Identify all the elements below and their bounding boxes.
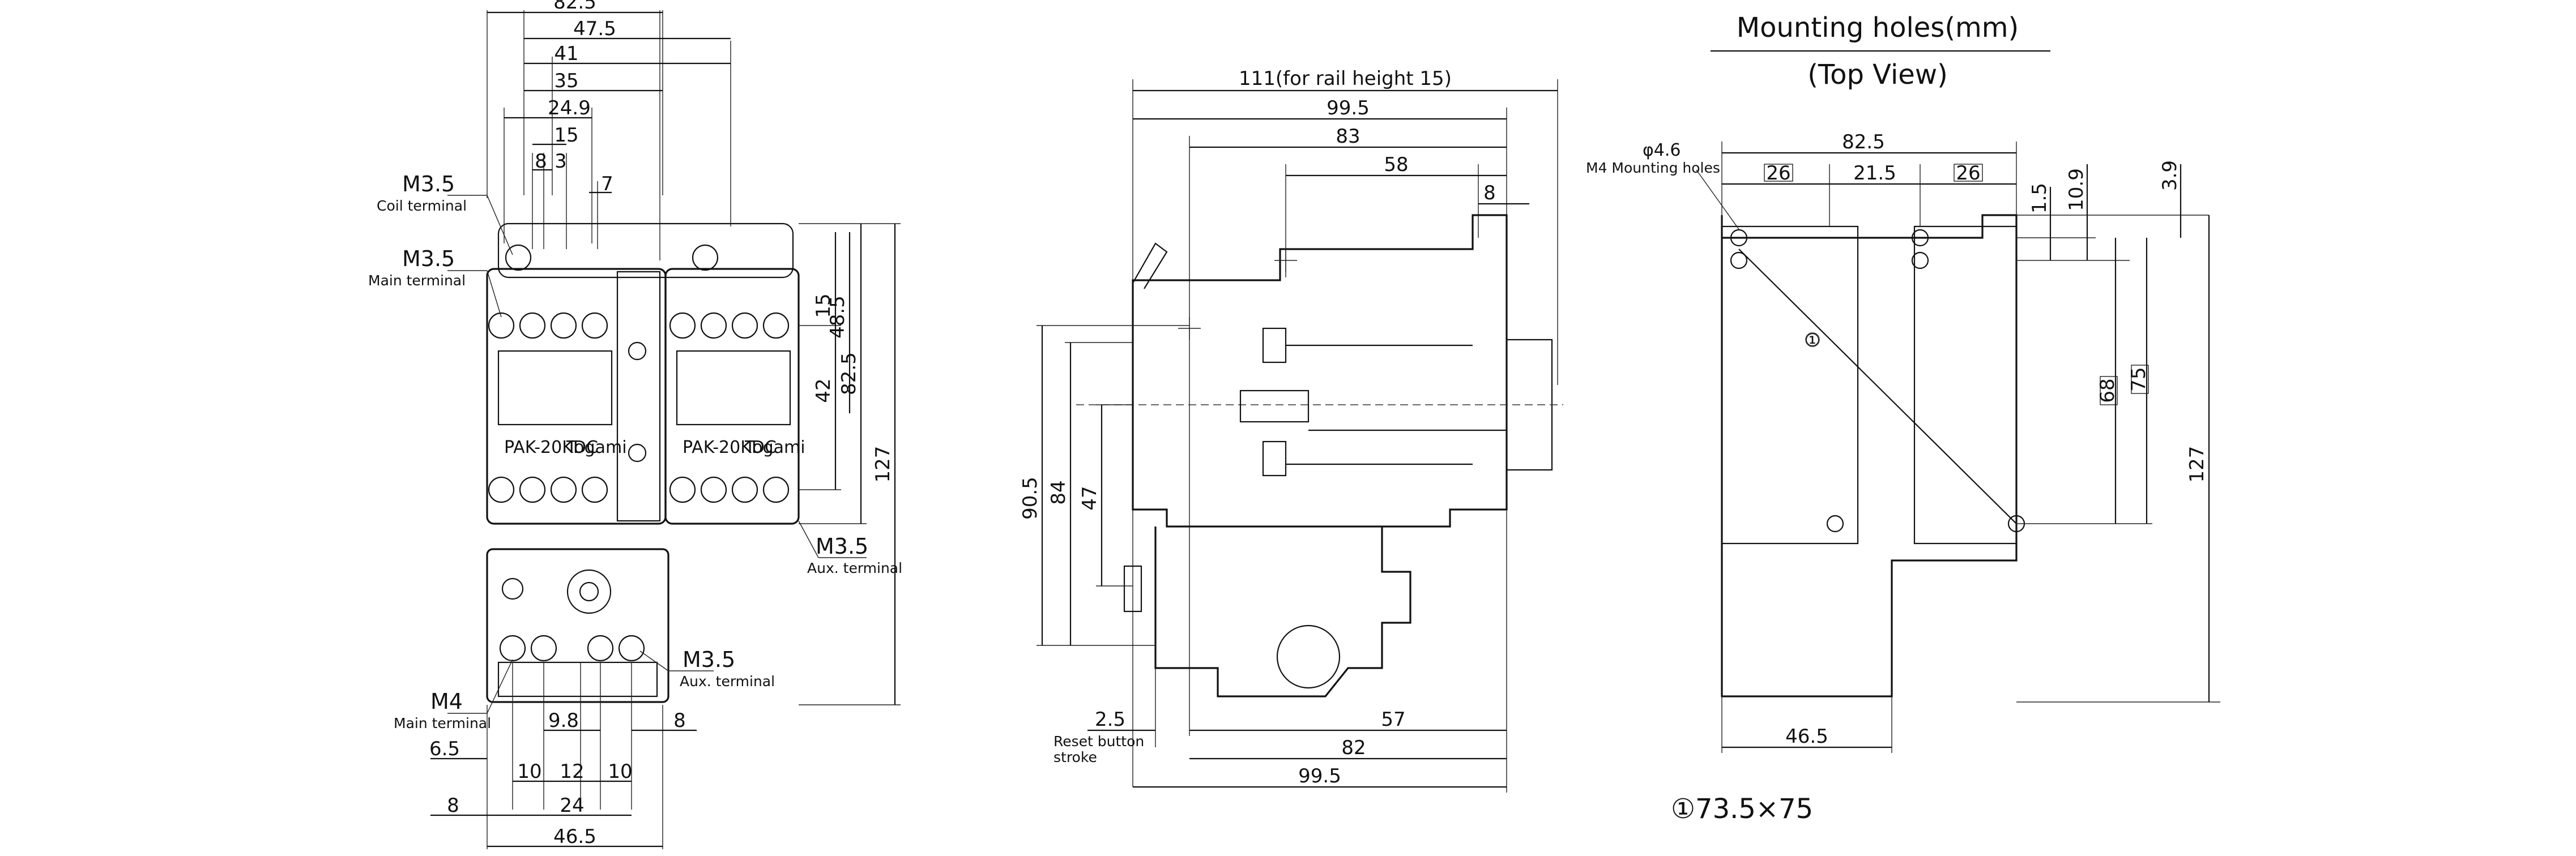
dim-47: 47 <box>1078 486 1101 510</box>
dim-8-bottom: 8 <box>673 709 686 732</box>
dim-48-5: 48.5 <box>826 296 849 339</box>
mount-dim-127: 127 <box>2186 446 2208 483</box>
callout-aux-right-size: M3.5 <box>816 534 868 559</box>
dim-90-5: 90.5 <box>1019 477 1042 520</box>
dim-8-side: 8 <box>1483 182 1496 204</box>
callout-m4-size: M4 <box>430 689 463 714</box>
dim-41: 41 <box>554 42 578 65</box>
dim-24-9: 24.9 <box>548 97 591 119</box>
mount-box-75: 75 <box>2127 367 2150 391</box>
dim-7: 7 <box>601 173 613 195</box>
dim-111: 111(for rail height 15) <box>1239 67 1452 90</box>
reset-label: Reset button <box>1054 733 1144 750</box>
mount-box-26-left: 26 <box>1766 162 1790 185</box>
dim-82-side: 82 <box>1341 737 1366 759</box>
side-view: 111(for rail height 15) 99.5 83 58 8 90.… <box>1019 67 1563 793</box>
dim-6-5: 6.5 <box>429 738 460 760</box>
callout-aux-right-name: Aux. terminal <box>807 560 902 576</box>
dim-15-right: 15 <box>812 293 835 318</box>
dim-35: 35 <box>554 70 578 92</box>
mount-dim-3-9: 3.9 <box>2159 160 2181 191</box>
callout-main-size: M3.5 <box>402 246 455 271</box>
mount-footnote: ①73.5×75 <box>1671 793 1813 825</box>
contactor-right <box>664 268 800 525</box>
front-view: 82.5 47.5 41 35 24.9 15 8 3 7 PAK-20KDC … <box>368 0 902 849</box>
callout-m4-name: Main terminal <box>394 715 491 731</box>
dim-82-5: 82.5 <box>553 0 596 14</box>
brand-label-left: Togami <box>566 438 627 457</box>
dim-24: 24 <box>560 794 584 817</box>
dim-47-5: 47.5 <box>573 18 616 40</box>
dim-8-far: 8 <box>447 794 459 817</box>
diag-marker: ① <box>1805 331 1820 350</box>
terminal-row-lower <box>488 476 790 503</box>
dim-2-5: 2.5 <box>1095 708 1125 731</box>
dim-8: 8 <box>535 150 547 173</box>
model-label-left: PAK-20KDC <box>504 438 598 457</box>
mount-hole-bl <box>1826 515 1844 533</box>
callout-coil-size: M3.5 <box>402 172 455 196</box>
dim-84: 84 <box>1047 480 1070 504</box>
dim-127: 127 <box>872 446 894 483</box>
hole-name: M4 Mounting holes <box>1586 160 1720 176</box>
callout-coil-name: Coil terminal <box>377 198 467 214</box>
dim-12: 12 <box>560 760 584 783</box>
dim-15: 15 <box>554 124 578 147</box>
hole-dia: φ4.6 <box>1643 140 1681 160</box>
dim-99-5-top: 99.5 <box>1327 97 1370 119</box>
terminal-row-upper <box>488 312 790 339</box>
mount-dim-21-5: 21.5 <box>1853 162 1896 185</box>
model-label-right: PAK-20KDC <box>683 438 777 457</box>
mounting-title: Mounting holes(mm) <box>1737 12 2019 44</box>
dim-3: 3 <box>555 150 567 173</box>
dim-99-5-bottom: 99.5 <box>1298 765 1341 787</box>
overload-relay <box>486 548 669 703</box>
dim-10-left: 10 <box>517 760 541 783</box>
callout-main-name: Main terminal <box>368 272 466 289</box>
contactor-left <box>486 268 667 525</box>
mount-dim-10-9: 10.9 <box>2065 168 2088 211</box>
side-body <box>1132 214 1508 528</box>
callout-aux-bottom-size: M3.5 <box>683 647 735 672</box>
mounting-subtitle: (Top View) <box>1807 59 1948 91</box>
dim-10-right: 10 <box>608 760 632 783</box>
reset-label-2: stroke <box>1054 749 1097 765</box>
mount-box-26-right: 26 <box>1956 162 1980 185</box>
mount-hole-tr <box>1911 229 1929 247</box>
mounting-outline <box>1721 214 2018 697</box>
side-relay <box>1154 527 1411 697</box>
mount-dim-46-5: 46.5 <box>1785 725 1828 748</box>
dim-42: 42 <box>812 378 835 403</box>
mount-hole-tr2 <box>1911 251 1929 269</box>
dim-57: 57 <box>1381 708 1405 731</box>
dim-46-5-front: 46.5 <box>553 825 596 848</box>
mount-hole-tl2 <box>1730 251 1748 269</box>
mount-dim-1-5: 1.5 <box>2028 183 2051 213</box>
mount-box-68: 68 <box>2096 378 2119 403</box>
callout-aux-bottom-name: Aux. terminal <box>680 673 775 690</box>
dim-83: 83 <box>1336 125 1360 148</box>
mounting-holes-view: Mounting holes(mm) (Top View) ① φ4.6 M4 … <box>1586 12 2220 825</box>
dim-58: 58 <box>1384 153 1408 176</box>
brand-label-right: Togami <box>744 438 805 457</box>
dim-9-8: 9.8 <box>548 709 579 732</box>
mount-hole-tl <box>1730 229 1748 247</box>
mount-dim-82-5: 82.5 <box>1842 131 1885 153</box>
